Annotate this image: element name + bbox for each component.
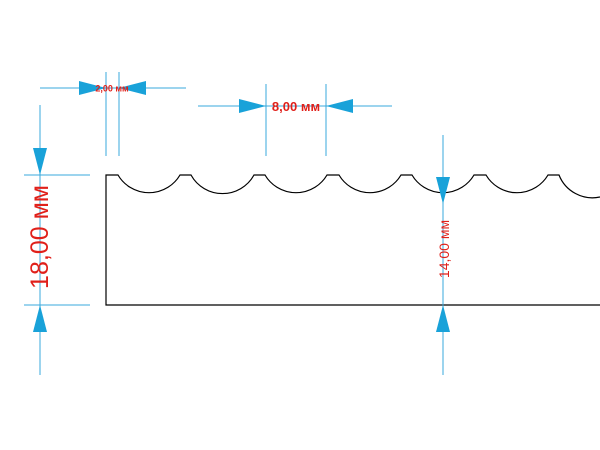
arrow-left-icon (119, 81, 146, 95)
arrow-up-icon (436, 305, 450, 332)
arrow-left-icon (326, 99, 353, 113)
dimension-pitch: 8,00 мм (198, 84, 392, 156)
part-outline (105, 174, 600, 306)
profile-outline (105, 174, 600, 306)
arrow-down-icon (33, 148, 47, 175)
dimension-total-height: 18,00 мм (24, 105, 90, 375)
dimension-small-gap: 2,00 мм (40, 72, 186, 156)
arrow-up-icon (33, 305, 47, 332)
small-gap-label: 2,00 мм (95, 84, 129, 94)
total-height-label: 18,00 мм (26, 185, 54, 289)
arrow-right-icon (239, 99, 266, 113)
arrow-down-icon (436, 177, 450, 204)
body-height-label: 14,00 мм (436, 220, 452, 278)
dimension-body-height: 14,00 мм (436, 135, 452, 375)
pitch-label: 8,00 мм (272, 99, 320, 114)
arrow-right-icon (79, 81, 106, 95)
